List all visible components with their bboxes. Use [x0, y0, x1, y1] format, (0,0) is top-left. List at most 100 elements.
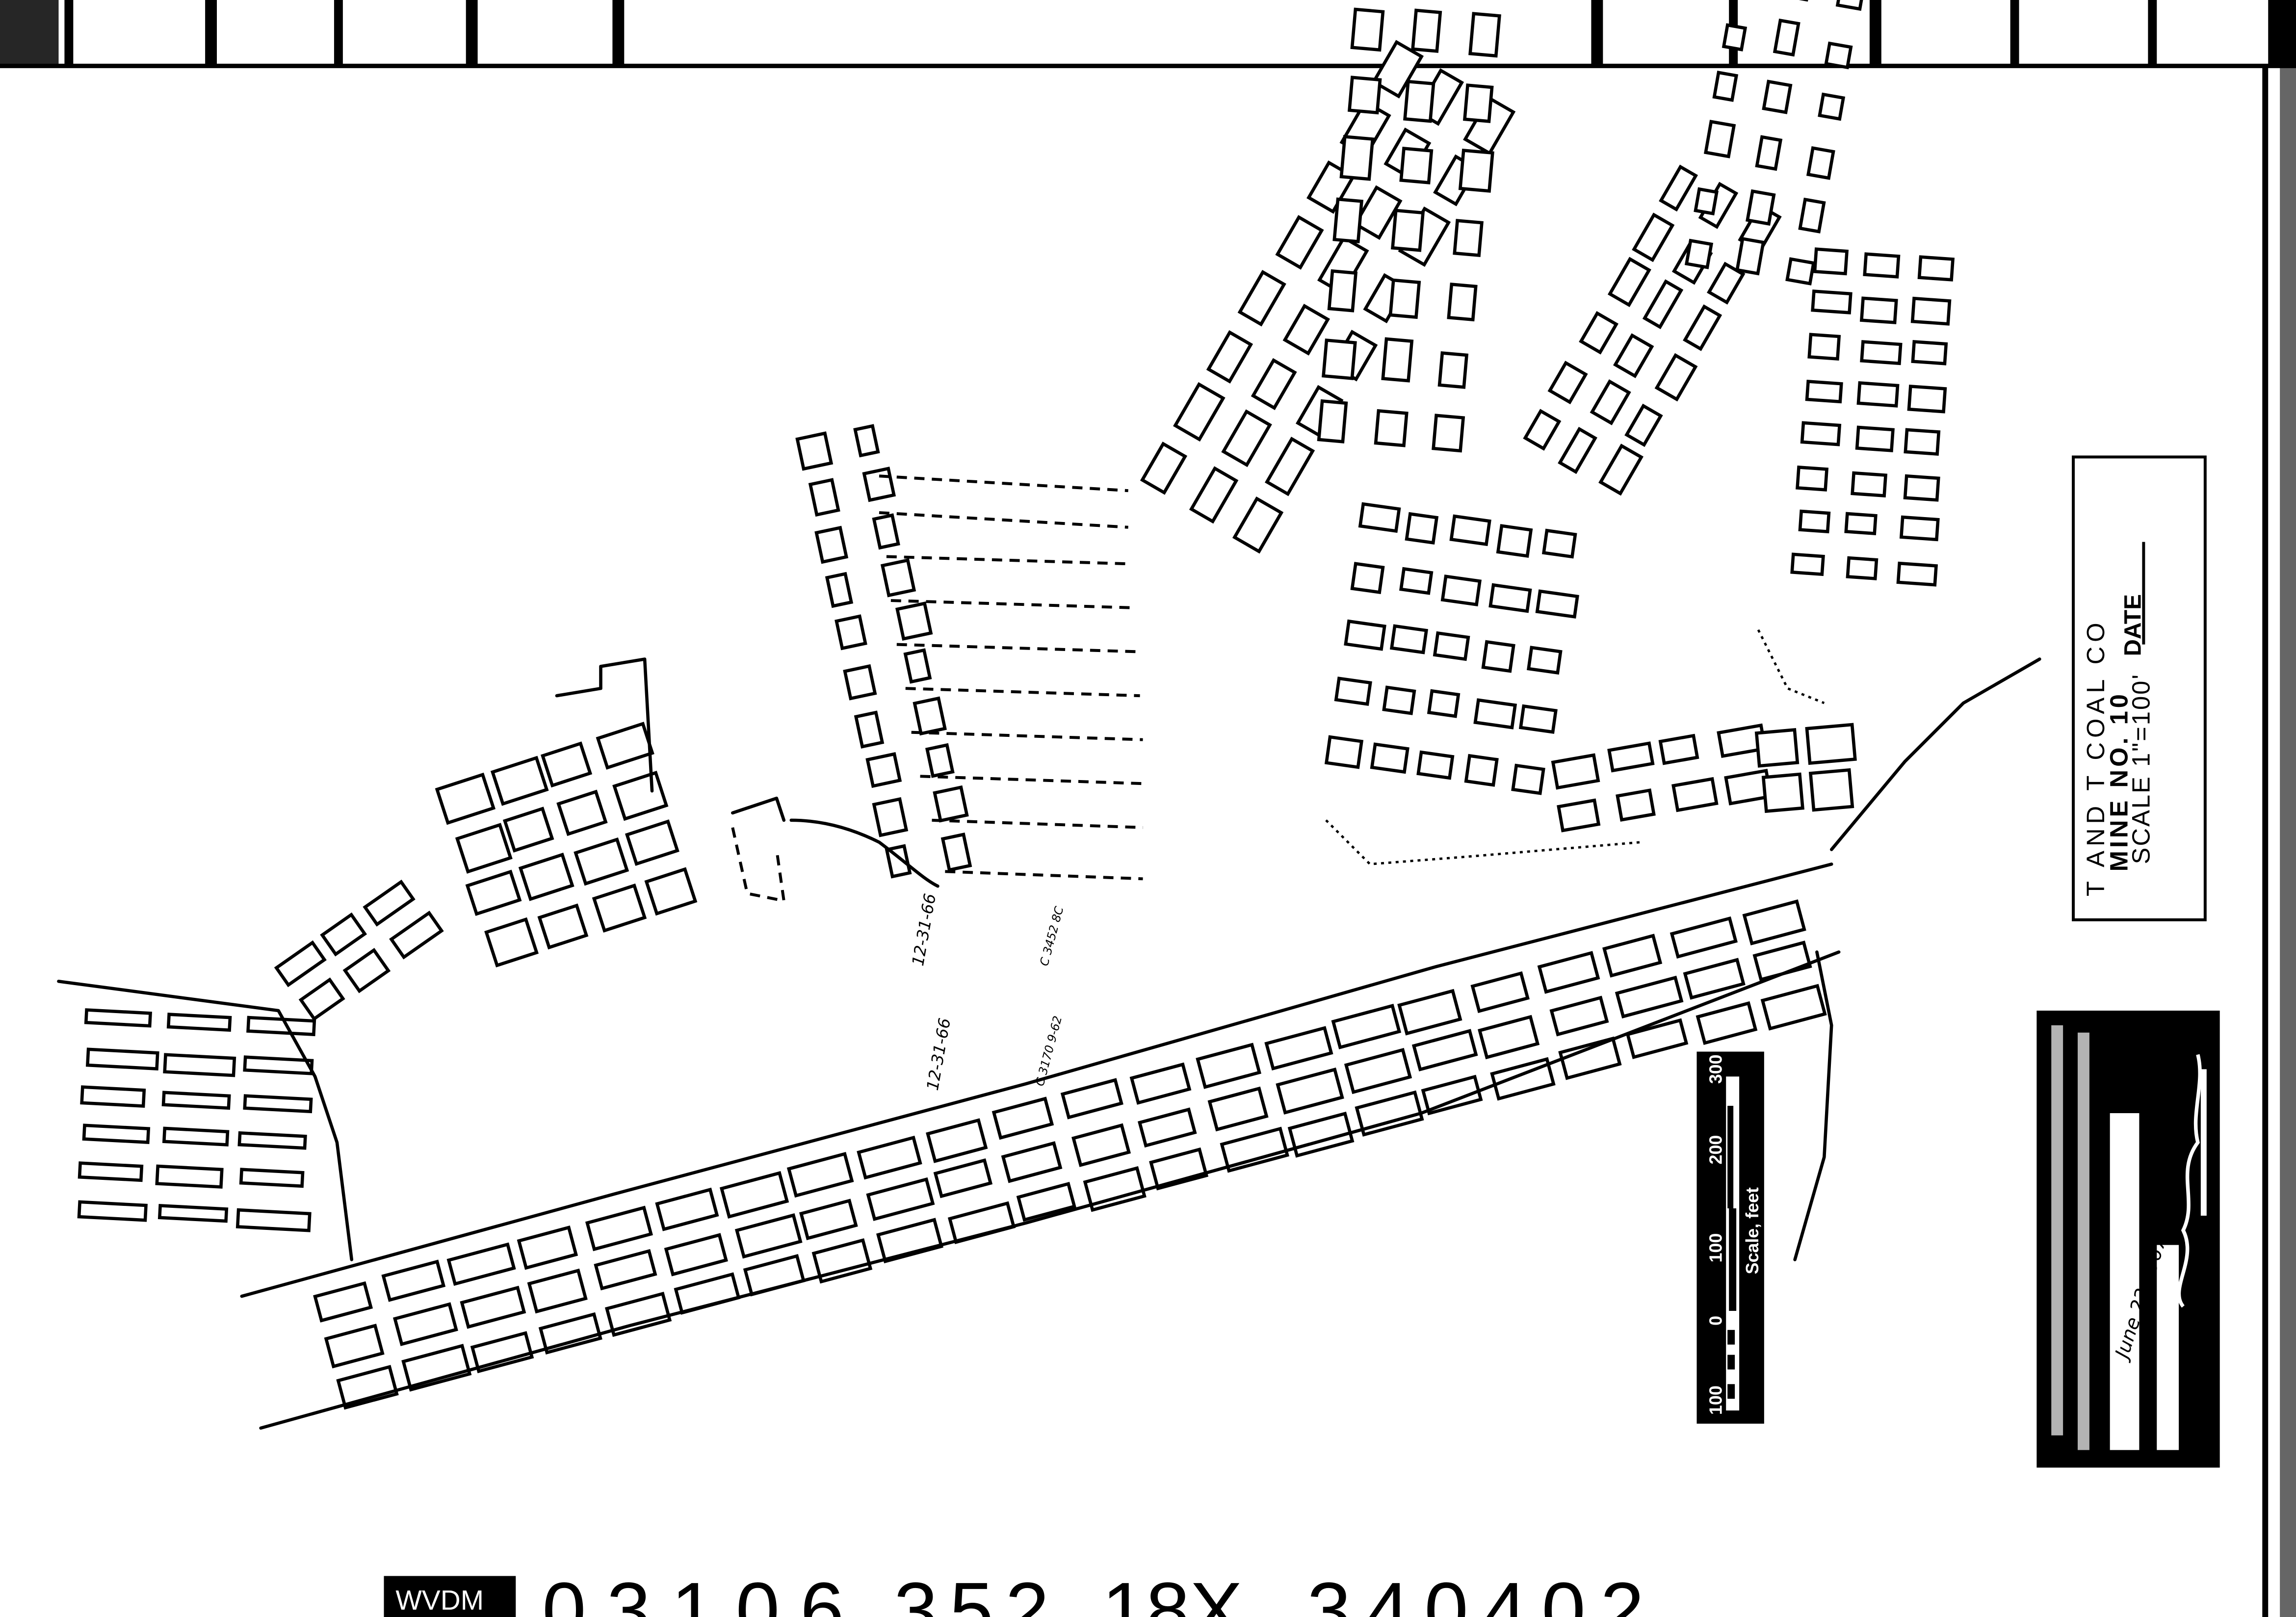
pillar [1371, 40, 1424, 99]
pillar [1232, 496, 1284, 554]
pillar [1856, 381, 1900, 408]
pillar-block [77, 1008, 316, 1232]
pillar [734, 1213, 803, 1259]
annotation-date-b: 12-31-66 [923, 1017, 954, 1092]
pillar [1694, 187, 1719, 216]
pillar [1324, 735, 1364, 769]
footer-code-4: 340402 [1307, 1566, 1659, 1617]
footer-badge: WVDM [395, 1585, 484, 1616]
pillar [1523, 409, 1562, 451]
pillar [1416, 750, 1455, 780]
pillar [82, 1123, 151, 1144]
pillar-block [1317, 7, 1501, 453]
pillar [502, 807, 554, 853]
pillar [1616, 788, 1656, 822]
west-section-outline [57, 657, 786, 1261]
scale-bar: 100 0 100 200 300 Scale, feet [1696, 1051, 1764, 1424]
pillar [85, 1047, 159, 1070]
pillar [1785, 257, 1816, 286]
pillar-block [274, 879, 444, 1021]
pillar [1659, 164, 1698, 212]
pillar [1403, 79, 1435, 123]
pillar [1654, 353, 1698, 402]
pillar [1264, 437, 1315, 496]
pillar [1859, 296, 1898, 324]
signature [2177, 1054, 2202, 1308]
pillar [556, 789, 608, 836]
scale-label-100: 100 [1706, 1233, 1725, 1263]
pillar [991, 1096, 1054, 1140]
pillar [237, 1131, 307, 1150]
pillar [1537, 951, 1600, 994]
pillar [1773, 18, 1800, 57]
pillar [1911, 340, 1948, 365]
pillar [1432, 414, 1465, 453]
pillar [1264, 1026, 1333, 1071]
pillar-block [435, 722, 698, 967]
top-frame-border [0, 0, 2296, 68]
pillar [1602, 934, 1663, 978]
pillar [1796, 465, 1829, 492]
pillar [825, 572, 854, 608]
pillar [1671, 777, 1719, 812]
pillar [460, 1285, 526, 1329]
pillar [1282, 304, 1330, 356]
pillar [298, 977, 345, 1021]
pillar [1427, 689, 1461, 718]
pillar [1206, 330, 1253, 384]
pillar [77, 1200, 148, 1222]
pillar [1761, 772, 1804, 813]
pillar [1468, 12, 1501, 58]
pillar [1276, 1068, 1344, 1115]
pillar [1746, 189, 1776, 226]
pillar [1642, 279, 1684, 329]
pillar [1683, 304, 1722, 351]
pillar-block [1790, 247, 1955, 587]
pillar [1696, 1001, 1758, 1045]
footer-code-2: 352 [894, 1566, 1061, 1617]
pillar [795, 431, 834, 471]
pillar [465, 869, 522, 916]
pillar [1462, 83, 1494, 123]
pillar [1433, 631, 1470, 661]
pillar [1607, 257, 1651, 308]
pillar [1016, 1181, 1077, 1222]
pillar [604, 1291, 672, 1337]
pillar [1835, 0, 1866, 11]
pillar [1790, 552, 1825, 576]
pillar-block [313, 899, 1827, 1410]
pillar [926, 1118, 988, 1163]
pillar [1488, 583, 1532, 613]
pillar [1798, 509, 1831, 534]
pillar [1703, 120, 1736, 158]
pillar [1473, 698, 1517, 730]
pillar [808, 478, 840, 517]
main-entry-outline [240, 657, 2041, 1430]
pillar [1707, 261, 1746, 305]
pillar [1754, 728, 1800, 768]
pillar [1811, 289, 1852, 314]
pillar [1071, 1123, 1131, 1167]
footer-id: WVDM 03106 352 18X 340402 [384, 1566, 1659, 1617]
pillar [1381, 337, 1414, 383]
pillar [1449, 514, 1491, 547]
pillar [1805, 380, 1843, 404]
pillar [401, 1344, 472, 1392]
pillar [1818, 92, 1846, 121]
pillar [1001, 1141, 1063, 1183]
pillar [866, 1177, 935, 1221]
pillar [1632, 212, 1675, 262]
pillar [592, 883, 647, 933]
pillar [1762, 79, 1793, 114]
pillar [1331, 1004, 1402, 1049]
pillar [925, 743, 955, 778]
pillar [517, 1226, 578, 1270]
pillar [490, 756, 549, 806]
pillar [342, 948, 391, 993]
pillar [625, 819, 679, 866]
pillar [527, 1268, 588, 1314]
pillar [243, 1094, 313, 1114]
pillar [933, 785, 969, 823]
pillar [1237, 270, 1286, 327]
